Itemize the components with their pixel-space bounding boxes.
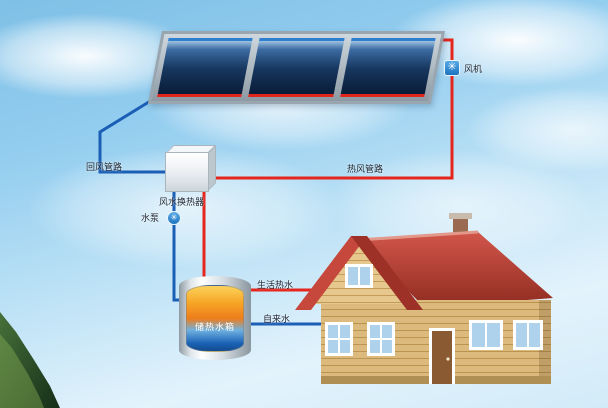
pump-glyph: ✳: [170, 213, 178, 222]
heat-exchanger: [165, 152, 209, 192]
hot-air-pipe-label: 热风管路: [347, 164, 384, 174]
house-door: [429, 328, 455, 384]
house-window: [469, 320, 503, 350]
attic-window: [345, 264, 373, 288]
storage-tank-window: [186, 285, 244, 352]
mountain: [0, 312, 60, 408]
water-pump-label: 水泵: [141, 213, 160, 223]
tap-water-label: 自来水: [263, 314, 291, 324]
storage-tank: 储热水箱: [179, 276, 251, 360]
fan-icon: ✳: [444, 60, 460, 76]
collector-panel: [248, 38, 345, 97]
collector-panel: [157, 38, 253, 97]
domestic-hot-water-label: 生活热水: [257, 280, 294, 290]
solar-collector: [147, 31, 445, 104]
water-pump-icon: ✳: [167, 211, 181, 225]
house: [295, 213, 553, 384]
collector-panel: [339, 38, 436, 97]
house-window: [513, 320, 543, 350]
fan-label: 风机: [464, 64, 483, 74]
storage-tank-label: 储热水箱: [194, 322, 235, 332]
chimney-cap: [449, 213, 472, 219]
fan-glyph: ✳: [447, 61, 457, 73]
house-window: [325, 322, 353, 356]
mountain-highlight: [0, 334, 44, 408]
heat-exchanger-label: 风水换热器: [159, 197, 205, 207]
return-air-pipe-label: 回风管路: [86, 162, 123, 172]
house-window: [367, 322, 395, 356]
